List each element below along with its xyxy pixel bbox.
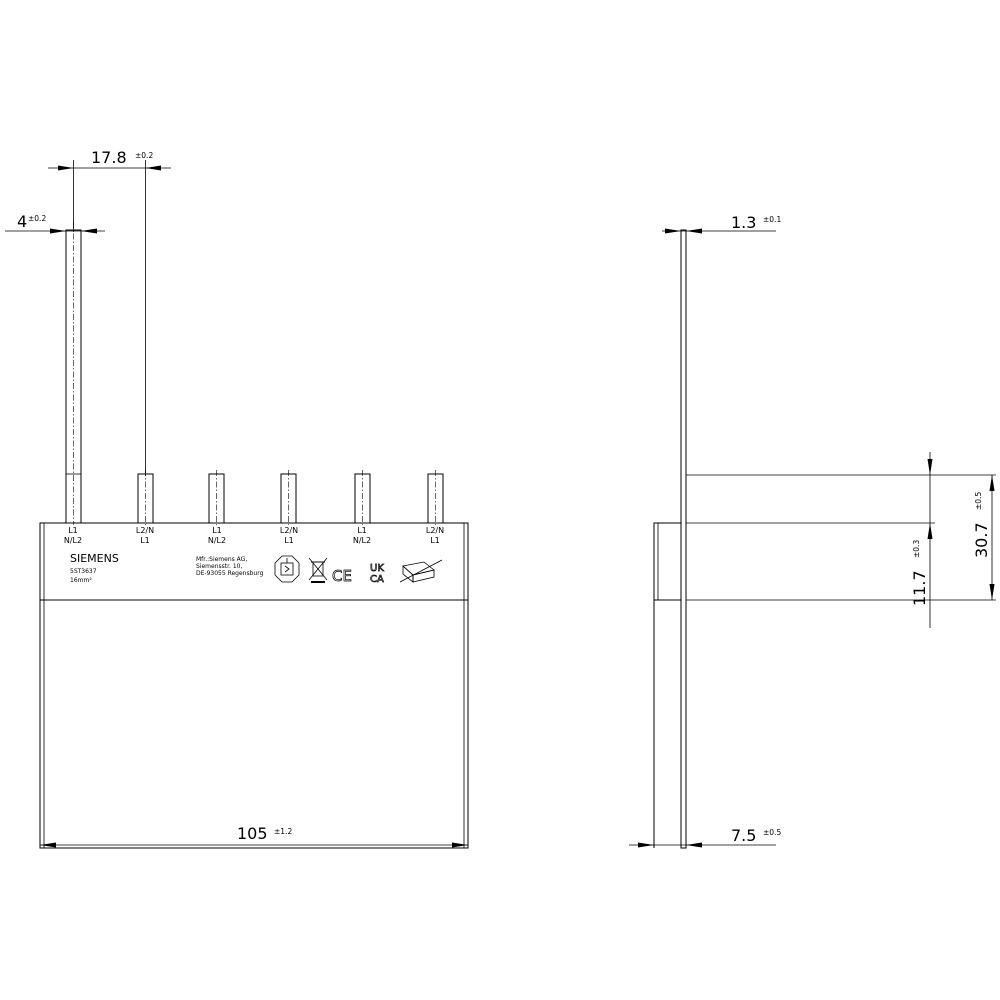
cross-section: 16mm² [70, 577, 92, 584]
dimension-pin-thickness: 1.3 ±0.1 [662, 213, 781, 234]
pin-label-bottom: N/L2 [208, 536, 226, 545]
crossed-package-icon [399, 559, 443, 583]
dimension-value: 1.3 [731, 213, 756, 232]
dimension-length: 105 ±1.2 [40, 824, 468, 848]
side-pin [680, 229, 687, 849]
front-body-label-strip [39, 522, 469, 601]
dimension-tolerance: ±0.2 [28, 214, 46, 223]
part-number: 5ST3637 [70, 568, 97, 575]
pin-label-bottom: N/L2 [353, 536, 371, 545]
dimension-base-depth: 7.5 ±0.5 [629, 826, 781, 848]
dimension-value: 17.8 [91, 148, 127, 167]
dimension-pitch: 17.8 ±0.2 [48, 148, 171, 476]
dimension-tolerance: ±0.2 [135, 151, 153, 160]
pin-label-bottom: L1 [140, 536, 150, 545]
side-view: 1.3 ±0.1 7.5 ±0.5 11.7 ±0.3 30.7 ±0.5 [629, 213, 996, 849]
dimension-value: 4 [17, 212, 27, 231]
dimension-pin-width: 4 ±0.2 [5, 212, 105, 234]
dimension-tolerance: ±0.5 [974, 492, 983, 510]
dimension-value: 30.7 [972, 522, 991, 558]
dimension-value: 7.5 [731, 826, 756, 845]
pin-label-top: L1 [68, 526, 78, 535]
ukca-mark-top: UK [370, 563, 384, 574]
dimension-value: 11.7 [910, 570, 929, 606]
pin-label-top: L2/N [136, 526, 154, 535]
dimension-total-height: 30.7 ±0.5 [972, 475, 995, 600]
manufacturer-line: Siemensstr. 10, [196, 563, 242, 570]
front-body-lower [39, 599, 469, 849]
pin-label-top: L2/N [280, 526, 298, 535]
pin-label-top: L2/N [426, 526, 444, 535]
front-view: L1 N/L2 L2/N L1 L1 N/L2 L2/N L1 L1 N/L2 … [5, 148, 469, 849]
pin-label-bottom: L1 [284, 536, 294, 545]
weee-bin-icon [308, 557, 328, 583]
dimension-tolerance: ±0.3 [912, 540, 921, 558]
pin-label-bottom: N/L2 [64, 536, 82, 545]
ce-mark: CE [332, 567, 352, 585]
dimension-body-height: 11.7 ±0.3 [910, 452, 933, 628]
manufacturer-line: DE-93055 Regensburg [196, 570, 264, 577]
manufacturer-line: Mfr.:Siemens AG, [196, 556, 247, 563]
ukca-mark-bottom: CA [370, 574, 384, 585]
octagon-symbol-icon [274, 555, 300, 583]
pin-label-bottom: L1 [430, 536, 440, 545]
pin-label-top: L1 [212, 526, 222, 535]
dimension-tolerance: ±1.2 [274, 827, 292, 836]
pin-label-top: L1 [357, 526, 367, 535]
dimension-value: 105 [237, 824, 268, 843]
brand-name: SIEMENS [70, 552, 119, 565]
product-label: SIEMENS 5ST3637 16mm² Mfr.:Siemens AG, S… [70, 552, 443, 585]
pin-labels: L1 N/L2 L2/N L1 L1 N/L2 L2/N L1 L1 N/L2 … [64, 526, 444, 545]
dimension-tolerance: ±0.1 [763, 215, 781, 224]
front-pins [65, 222, 444, 525]
dimension-tolerance: ±0.5 [763, 828, 781, 837]
